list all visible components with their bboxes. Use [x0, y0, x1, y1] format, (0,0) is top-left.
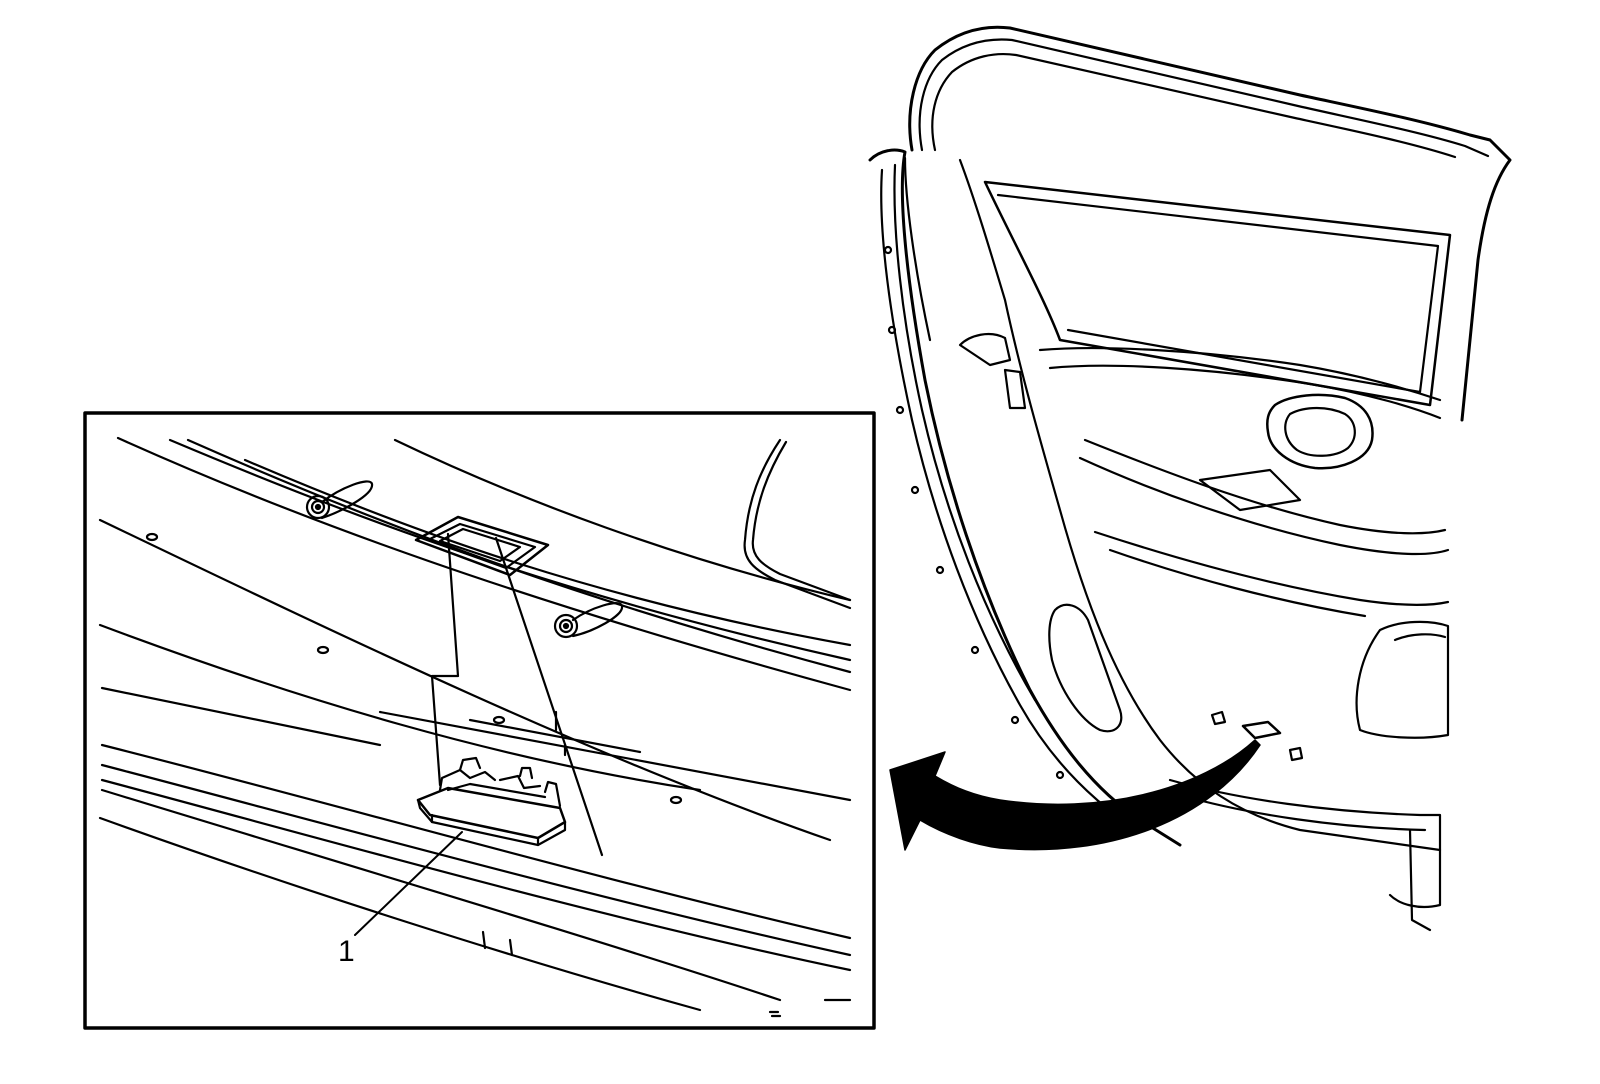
callout-label-1: 1: [338, 935, 355, 968]
rear-door-overview: [868, 25, 1512, 932]
detail-inset: [83, 411, 876, 1030]
callout-arrow: [889, 739, 1261, 851]
courtesy-lamp-component: [416, 756, 567, 847]
